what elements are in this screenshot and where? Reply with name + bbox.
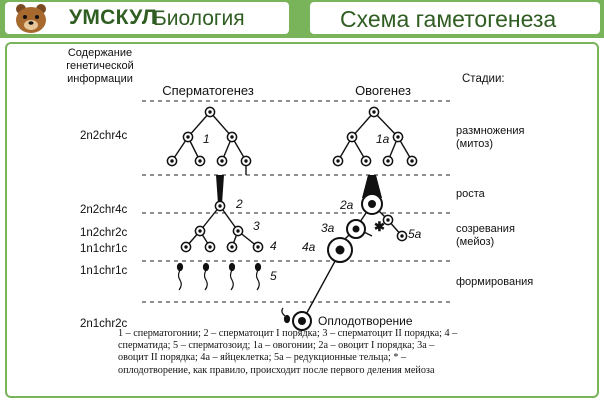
label-5a: 5а: [408, 227, 422, 241]
formula-6: 2n1chr2c: [80, 318, 128, 330]
spermatogenesis-branches: [171, 111, 259, 248]
page-title: Схема гаметогенеза: [340, 6, 557, 32]
column-oogenesis: Овогенез: [355, 83, 411, 98]
formula-1: 2n2chr4c: [80, 130, 128, 142]
zygote: [292, 311, 312, 331]
label-1a: 1а: [376, 132, 390, 146]
formula-3: 1n2chr2c: [80, 227, 128, 239]
spermatogenesis-cells: [166, 106, 264, 253]
stage-reproduction: размножения: [456, 125, 524, 137]
formula-2: 2n2chr4c: [80, 204, 128, 216]
formula-4: 1n1chr1c: [80, 243, 128, 255]
stages-header: Стадии:: [462, 73, 505, 85]
label-3: 3: [253, 219, 260, 233]
stage-maturation-note: (мейоз): [456, 236, 494, 248]
oocyte-1: [361, 193, 383, 215]
egg-cell: [327, 237, 353, 263]
oogenesis-branches: [302, 111, 413, 321]
stage-reproduction-note: (митоз): [456, 138, 493, 150]
column-spermatogenesis: Сперматогенез: [162, 83, 254, 98]
label-5: 5: [270, 269, 277, 283]
left-header-line-3: информации: [67, 73, 133, 85]
brand-name: УМСКУЛ: [69, 6, 157, 29]
header-bar: УМСКУЛ Биология Схема гаметогенеза: [0, 0, 604, 38]
spermatocyte-growth-wedge: [216, 175, 224, 204]
title-box: Схема гаметогенеза: [310, 2, 600, 34]
label-4: 4: [270, 239, 277, 253]
stage-growth: роста: [456, 188, 486, 200]
spermatozoa: [176, 262, 262, 291]
fertilizing-sperm: [281, 307, 291, 324]
label-1: 1: [203, 132, 210, 146]
label-4a: 4а: [302, 240, 316, 254]
left-header-line-1: Содержание: [68, 47, 132, 59]
label-2a: 2а: [339, 198, 354, 212]
brand-logo: УМСКУЛ Биология: [5, 2, 289, 34]
label-3a: 3а: [321, 221, 335, 235]
label-2: 2: [235, 197, 243, 211]
stage-formation: формирования: [456, 276, 533, 288]
fertilization-label: Оплодотворение: [318, 314, 413, 328]
brand-subject: Биология: [153, 7, 245, 30]
stage-maturation: созревания: [456, 223, 515, 235]
oocyte-growth-wedge: [362, 175, 382, 198]
left-header-line-2: генетической: [66, 60, 133, 72]
bear-logo-icon: [16, 4, 46, 33]
fertilization-star-icon: ✱: [374, 219, 385, 234]
formula-5: 1n1chr1c: [80, 265, 128, 277]
oocyte-2: [346, 219, 366, 239]
stage-dividers: [142, 100, 450, 303]
legend: 1 – сперматогонии; 2 – сперматоцит I пор…: [118, 328, 458, 376]
